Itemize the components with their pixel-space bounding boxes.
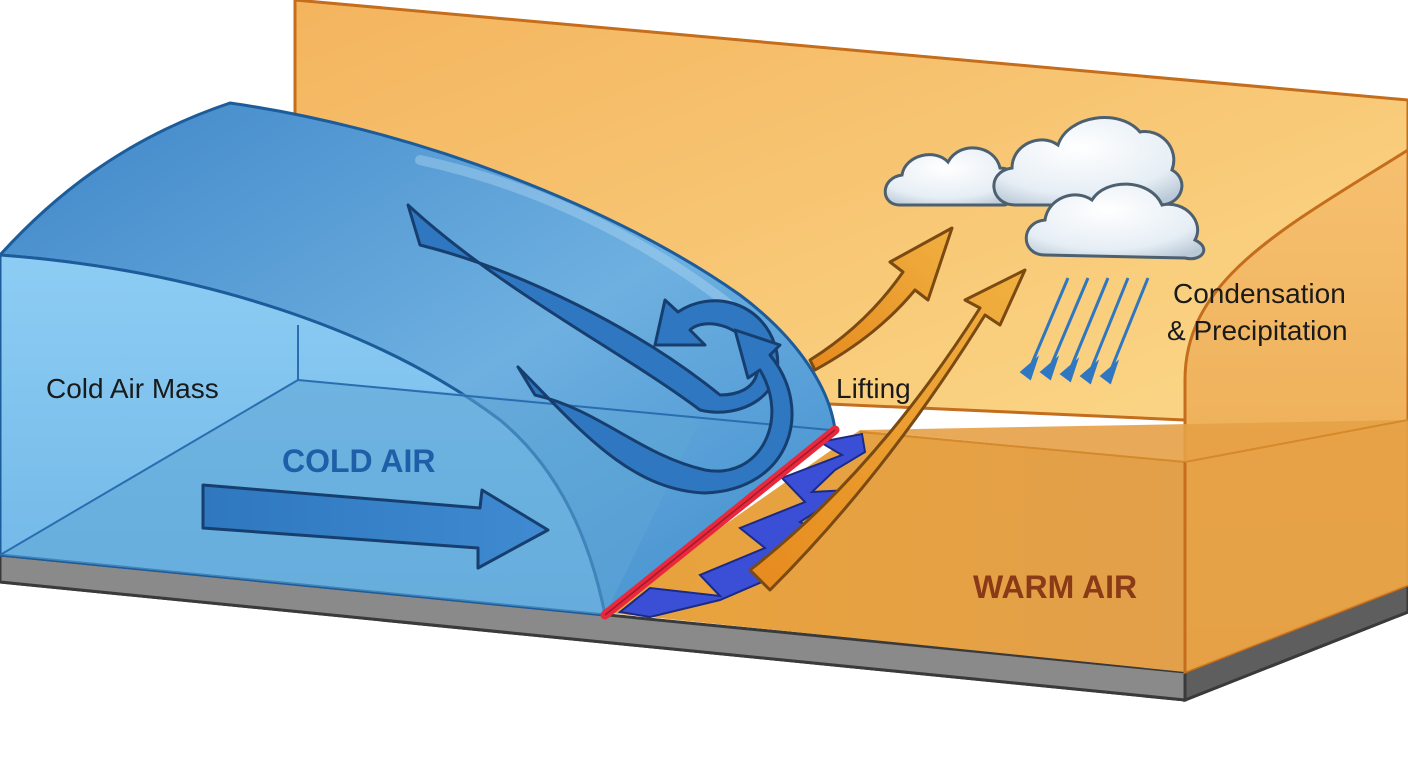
cloud-icon — [992, 116, 1184, 207]
condensation-label-line2: & Precipitation — [1167, 315, 1348, 346]
cold-air-region — [0, 101, 837, 618]
cloud-icon — [1024, 182, 1206, 261]
cold-air-mass-label: Cold Air Mass — [46, 373, 219, 404]
condensation-label-line1: Condensation — [1173, 278, 1346, 309]
warm-air-arrow-icon — [748, 226, 1027, 592]
rain-streak-icon — [1019, 277, 1150, 385]
warm-air-label: WARM AIR — [973, 569, 1137, 605]
cold-air-arrow-icon — [201, 483, 550, 570]
cold-air-label: COLD AIR — [282, 443, 435, 479]
cold-air-arrow-icon — [406, 203, 794, 495]
lifting-label: Lifting — [836, 373, 911, 404]
